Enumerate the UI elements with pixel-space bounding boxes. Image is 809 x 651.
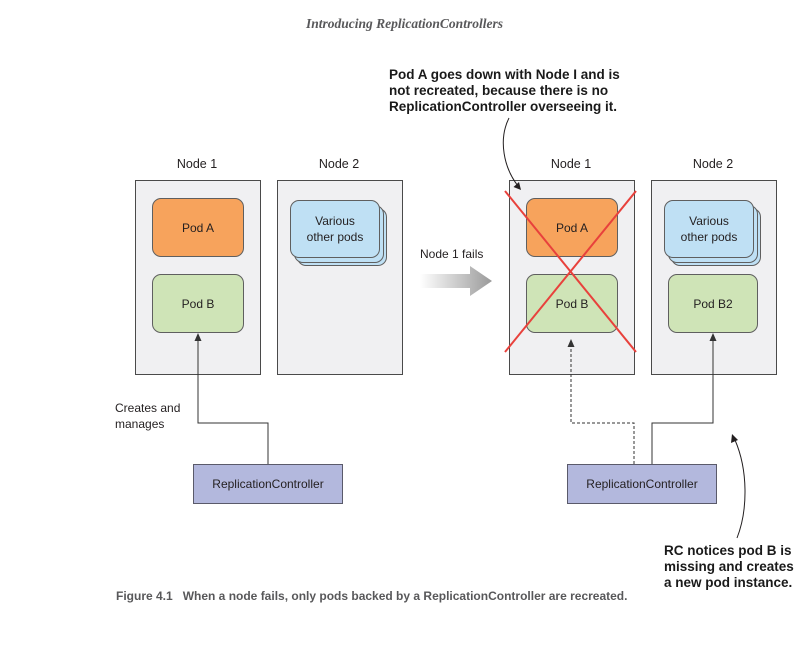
right-pod-b-label: Pod B (555, 296, 589, 311)
right-rc-to-old-pod-b-dashed (570, 346, 635, 464)
left-rc-to-pod-b-line (197, 340, 269, 464)
right-various-line2: other pods (680, 230, 738, 244)
left-rc-label: ReplicationController (212, 477, 324, 491)
top-annotation: Pod A goes down with Node I and is not r… (389, 67, 620, 115)
right-rc-label: ReplicationController (586, 477, 698, 491)
right-various-pods: Various other pods (664, 200, 754, 258)
top-annotation-line3: ReplicationController overseeing it. (389, 99, 618, 114)
failure-x-stroke2 (504, 190, 637, 353)
left-pod-b: Pod B (152, 274, 244, 333)
right-pod-a-label: Pod A (555, 220, 589, 235)
left-various-pods: Various other pods (290, 200, 380, 258)
transition-arrow (420, 266, 492, 296)
left-pod-a: Pod A (152, 198, 244, 257)
figure-caption-text: When a node fails, only pods backed by a… (182, 589, 628, 603)
right-replication-controller: ReplicationController (567, 464, 717, 504)
left-various-line2: other pods (306, 230, 364, 244)
creates-manages-line2: manages (115, 417, 165, 431)
bottom-annotation-pointer-head (731, 434, 738, 443)
right-rc-to-pod-b2-line (651, 340, 714, 464)
left-pod-a-label: Pod A (181, 220, 215, 235)
left-replication-controller: ReplicationController (193, 464, 343, 504)
creates-manages-line1: Creates and (115, 401, 181, 415)
right-node1-title: Node 1 (550, 157, 592, 171)
right-pod-a-failed: Pod A (526, 198, 618, 257)
page-header: Introducing ReplicationControllers (306, 16, 503, 31)
top-annotation-line1: Pod A goes down with Node I and is (389, 67, 620, 82)
bottom-annotation-pointer (734, 439, 746, 539)
right-pod-b2: Pod B2 (668, 274, 758, 333)
right-pod-b2-arrowhead (709, 333, 717, 341)
bottom-annotation-line1: RC notices pod B is (664, 543, 792, 558)
bottom-annotation-line2: missing and creates (664, 559, 794, 574)
figure-caption: Figure 4.1 When a node fails, only pods b… (116, 589, 627, 603)
bottom-annotation-line3: a new pod instance. (664, 575, 793, 590)
left-various-line1: Various (315, 214, 355, 228)
creates-manages-label: Creates and manages (115, 400, 180, 432)
right-node2-title: Node 2 (692, 157, 734, 171)
top-annotation-line2: not recreated, because there is no (389, 83, 609, 98)
left-pod-b-label: Pod B (181, 296, 215, 311)
top-annotation-pointer (502, 117, 519, 187)
left-pod-b-arrowhead (194, 333, 202, 341)
left-node2-title: Node 2 (318, 157, 360, 171)
right-pod-b2-label: Pod B2 (693, 296, 733, 311)
top-annotation-pointer-head (513, 182, 521, 190)
left-node1-title: Node 1 (176, 157, 218, 171)
right-various-line1: Various (689, 214, 729, 228)
node1-fails-label: Node 1 fails (420, 247, 484, 261)
bottom-annotation: RC notices pod B is missing and creates … (664, 543, 794, 591)
right-old-pod-b-arrowhead (567, 339, 575, 347)
figure-number: Figure 4.1 (116, 589, 173, 603)
